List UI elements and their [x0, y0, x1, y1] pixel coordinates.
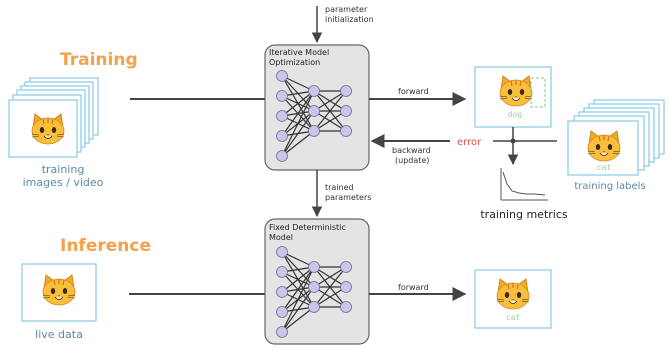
- iterative-model-title-line2: Optimization: [269, 58, 320, 67]
- prediction-bbox: [530, 77, 546, 108]
- cat-icon: [587, 130, 621, 162]
- nn-node: [340, 85, 352, 97]
- trained-params-label-line2: parameters: [325, 193, 371, 202]
- live-data-caption: live data: [35, 328, 83, 341]
- nn-edge: [313, 110, 347, 132]
- nn-edge: [313, 90, 347, 132]
- nn-node: [340, 105, 352, 117]
- nn-node: [340, 261, 352, 273]
- nn-edge: [313, 266, 347, 308]
- nn-edge: [281, 306, 315, 333]
- trained-params-label-line1: trained: [325, 183, 354, 192]
- cat-icon: [496, 278, 530, 310]
- nn-node: [308, 85, 320, 97]
- cat-icon: [31, 113, 65, 145]
- backward-label-line2: (update): [395, 156, 429, 165]
- nn-node: [340, 281, 352, 293]
- nn-edge: [281, 90, 315, 137]
- nn-node: [276, 130, 288, 142]
- training-images-caption-line2: images / video: [23, 176, 104, 189]
- nn-node: [308, 281, 320, 293]
- nn-edge: [281, 286, 315, 333]
- nn-node: [308, 105, 320, 117]
- cat-icon: [42, 274, 76, 306]
- fixed-model-title-line2: Model: [269, 233, 293, 242]
- label-tag: cat: [597, 163, 612, 172]
- training-labels-caption: training labels: [574, 181, 645, 192]
- nn-node: [308, 261, 320, 273]
- training-images-stack: [8, 77, 99, 158]
- nn-edge: [313, 266, 347, 288]
- nn-node: [308, 301, 320, 313]
- inference-title: Inference: [60, 236, 151, 256]
- training-images-caption-line1: training: [42, 163, 85, 176]
- nn-node: [276, 266, 288, 278]
- nn-node: [308, 125, 320, 137]
- nn-node: [276, 306, 288, 318]
- nn-node: [276, 286, 288, 298]
- error-label: error: [457, 137, 482, 148]
- nn-node: [276, 90, 288, 102]
- infer-prediction-label: cat: [506, 313, 521, 322]
- nn-node: [276, 70, 288, 82]
- nn-edge: [281, 130, 315, 157]
- nn-edge: [281, 90, 315, 157]
- param-init-label-line1: parameter: [325, 5, 368, 14]
- forward-train-label: forward: [398, 87, 429, 96]
- fixed-model-title-line1: Fixed Deterministic: [269, 223, 346, 232]
- neural-net-icon: [276, 246, 352, 338]
- nn-node: [276, 246, 288, 258]
- nn-edge: [281, 266, 315, 313]
- nn-edge: [313, 286, 347, 308]
- nn-node: [340, 301, 352, 313]
- nn-node: [276, 326, 288, 338]
- cat-icon: [499, 75, 533, 107]
- nn-edge: [281, 110, 315, 157]
- iterative-model-title-line1: Iterative Model: [269, 48, 329, 57]
- training-title: Training: [60, 50, 138, 70]
- backward-label-line1: backward: [392, 146, 431, 155]
- forward-infer-label: forward: [398, 283, 429, 292]
- train-prediction-label: dog: [508, 110, 523, 119]
- nn-edge: [281, 90, 315, 117]
- nn-edge: [281, 266, 315, 333]
- nn-node: [276, 150, 288, 162]
- nn-node: [340, 125, 352, 137]
- nn-edge: [281, 266, 315, 293]
- training-metrics-plot: [500, 168, 548, 201]
- nn-node: [276, 110, 288, 122]
- neural-net-icon: [276, 70, 352, 162]
- param-init-label-line2: initialization: [325, 15, 374, 24]
- nn-edge: [313, 90, 347, 112]
- training-metrics-caption: training metrics: [480, 208, 568, 221]
